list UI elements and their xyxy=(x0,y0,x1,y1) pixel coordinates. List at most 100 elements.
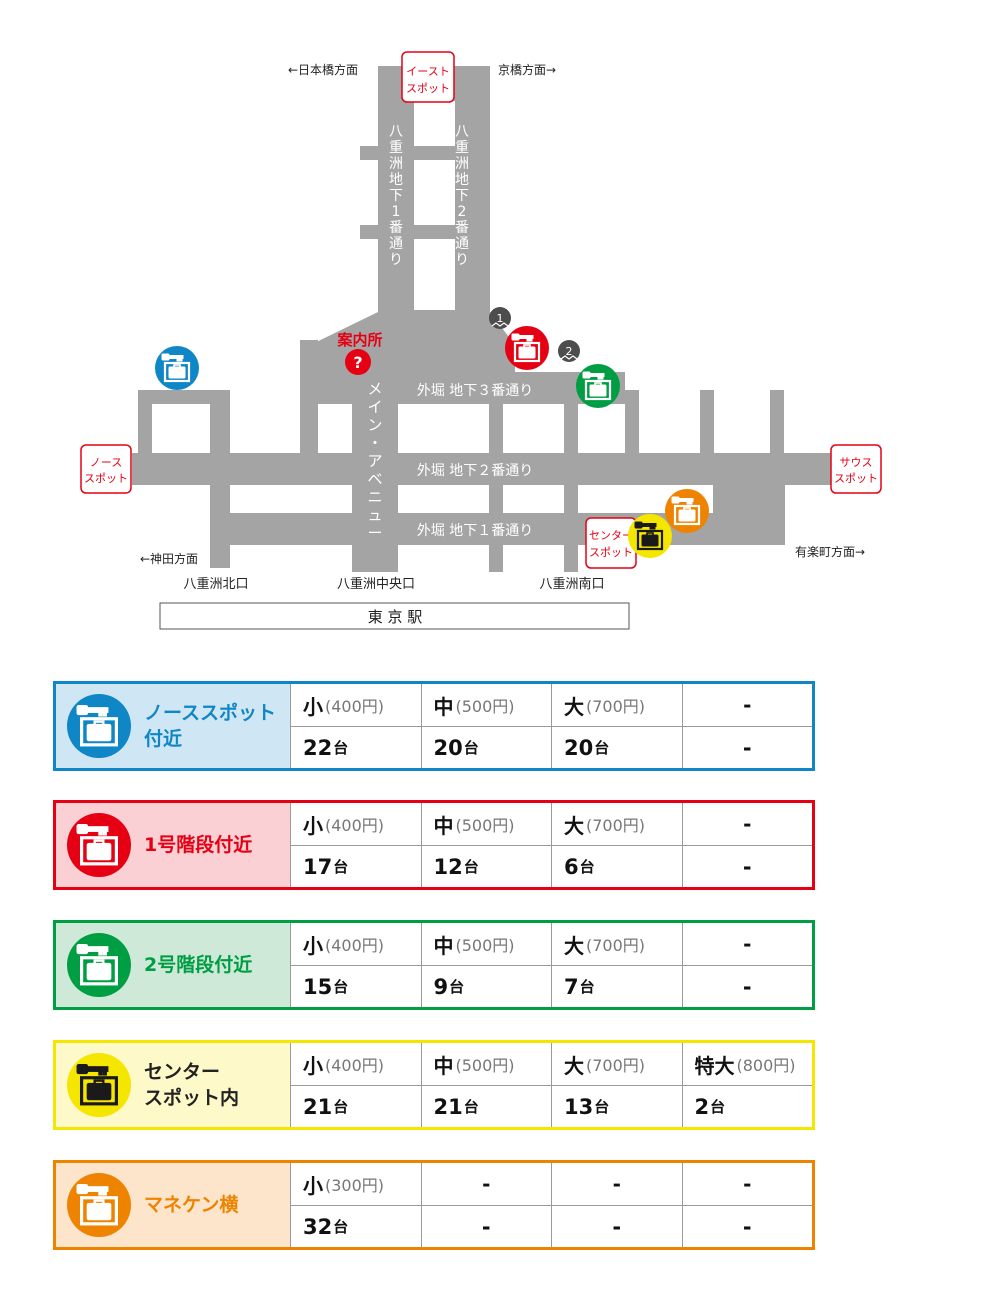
locker-size-cell: 小(400円) xyxy=(290,803,421,845)
locker-location-cell: マネケン横 xyxy=(56,1163,290,1247)
svg-text:スポット: スポット xyxy=(84,472,128,485)
street-label-char: メ xyxy=(367,380,382,398)
locker-price: (500円) xyxy=(455,1056,515,1075)
locker-location-line: センター xyxy=(144,1061,221,1083)
center-spot-marker[interactable]: センター スポット xyxy=(585,517,637,569)
locker-price: (400円) xyxy=(325,1056,385,1075)
locker-location-cell: 1号階段付近 xyxy=(56,803,290,887)
north-spot-marker[interactable]: ノース スポット xyxy=(80,444,132,494)
svg-text:1: 1 xyxy=(497,312,504,325)
svg-text:スポット: スポット xyxy=(589,546,633,559)
locker-count: - xyxy=(742,854,752,879)
locker-size-cell: 大(700円) xyxy=(551,923,682,965)
locker-size-cell: 小(400円) xyxy=(290,923,421,965)
street-sotobori-b3-label: 外堀 地下３番通り xyxy=(417,383,533,399)
direction-yurakucho: 有楽町方面→ xyxy=(795,544,865,559)
locker-size-label: - xyxy=(482,1172,491,1196)
street-label-char: 地 xyxy=(389,172,403,188)
street-label-char: 八 xyxy=(455,124,469,140)
locker-price: (500円) xyxy=(455,697,515,716)
stair-1-marker[interactable]: 1 xyxy=(489,307,511,329)
locker-count: - xyxy=(742,1214,752,1239)
stair-2-marker[interactable]: 2 xyxy=(558,340,580,362)
locker-location-line: 2号階段付近 xyxy=(144,954,253,976)
info-desk-icon[interactable]: ? xyxy=(345,349,371,375)
locker-marker-stair2-icon[interactable] xyxy=(576,364,620,408)
svg-text:?: ? xyxy=(353,353,362,372)
locker-count-unit: 台 xyxy=(579,978,595,996)
locker-size-cell: 小(300円) xyxy=(290,1163,421,1205)
street-label-char: り xyxy=(455,252,469,268)
street-label-char: 重 xyxy=(389,140,403,156)
exit-yaesu-south: 八重洲南口 xyxy=(539,576,604,592)
svg-text:ノース: ノース xyxy=(90,456,122,469)
locker-size-label: 小 xyxy=(303,1173,323,1198)
locker-count-unit: 台 xyxy=(333,739,349,757)
locker-size-cell: 大(700円) xyxy=(551,1043,682,1085)
locker-location-name: 1号階段付近 xyxy=(144,832,252,858)
street-label-char: ン xyxy=(367,416,382,434)
locker-size-label: 大 xyxy=(564,1053,584,1078)
street-label-char: 八 xyxy=(389,124,403,140)
locker-count: 17 xyxy=(303,854,333,879)
locker-count: 15 xyxy=(303,974,333,999)
locker-count: 13 xyxy=(564,1094,594,1119)
locker-size-label: 大 xyxy=(564,694,584,719)
locker-size-label: 小 xyxy=(303,933,323,958)
locker-size-label: 中 xyxy=(433,813,454,838)
locker-size-cell: 小(400円) xyxy=(290,684,421,726)
locker-location-name: 2号階段付近 xyxy=(144,952,252,978)
locker-price: (800円) xyxy=(736,1056,796,1075)
underground-map: ←日本橋方面 京橋方面→ ←神田方面 有楽町方面→ イースト スポット 八重洲地… xyxy=(80,51,882,630)
locker-count: 21 xyxy=(303,1094,333,1119)
street-label-char: 通 xyxy=(455,236,469,252)
locker-marker-stair1-icon[interactable] xyxy=(505,326,549,370)
locker-count-cell: - xyxy=(681,845,812,887)
locker-size-cell: 中(500円) xyxy=(420,684,552,726)
locker-location-line: スポット内 xyxy=(144,1087,240,1109)
locker-size-label: - xyxy=(743,812,752,836)
tokyo-station-label: 東 京 駅 xyxy=(368,608,423,626)
locker-count: - xyxy=(481,1214,491,1239)
locker-price: (700円) xyxy=(586,697,646,716)
locker-size-cell: 大(700円) xyxy=(551,803,682,845)
street-label-char: 番 xyxy=(389,220,403,236)
locker-count-unit: 台 xyxy=(710,1098,726,1116)
street-label-char: 下 xyxy=(389,188,403,204)
locker-price: (400円) xyxy=(325,697,385,716)
locker-marker-manneken-icon[interactable] xyxy=(665,489,709,533)
locker-size-label: 大 xyxy=(564,933,584,958)
locker-size-label: - xyxy=(612,1172,621,1196)
locker-count-cell: - xyxy=(681,965,812,1007)
east-spot-marker[interactable]: イースト スポット xyxy=(401,51,455,103)
locker-count: 20 xyxy=(564,735,594,760)
locker-marker-center-icon[interactable] xyxy=(628,514,672,558)
locker-count-unit: 台 xyxy=(579,858,595,876)
locker-marker-north-icon[interactable] xyxy=(155,346,199,390)
svg-text:センター: センター xyxy=(589,529,633,542)
svg-text:2: 2 xyxy=(566,345,573,358)
locker-count-unit: 台 xyxy=(594,739,610,757)
tokyo-station-box xyxy=(159,602,630,630)
locker-size-cell: 特大(800円) xyxy=(681,1043,813,1085)
locker-count-unit: 台 xyxy=(333,978,349,996)
locker-count-unit: 台 xyxy=(333,858,349,876)
svg-text:スポット: スポット xyxy=(406,82,450,95)
south-spot-marker[interactable]: サウス スポット xyxy=(830,444,882,494)
locker-size-label: - xyxy=(743,932,752,956)
